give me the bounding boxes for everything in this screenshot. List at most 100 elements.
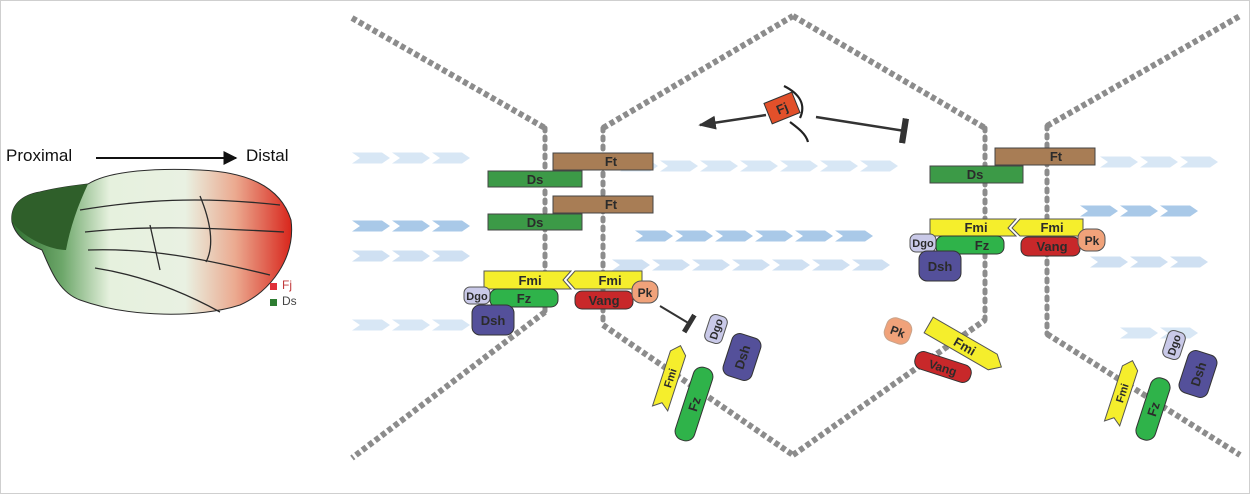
polarity-chevron — [1130, 256, 1168, 268]
polarity-chevron — [612, 259, 650, 271]
polarity-chevron — [715, 230, 753, 242]
fmi-left-a — [483, 270, 573, 290]
svg-text:Vang: Vang — [588, 293, 619, 308]
polarity-chevron — [660, 160, 698, 172]
cytoplasmic-fmi-left: Fmi — [651, 344, 687, 413]
svg-text:Fmi: Fmi — [964, 220, 987, 235]
svg-text:Ft: Ft — [605, 197, 618, 212]
polarity-chevron — [1170, 256, 1208, 268]
polarity-chevron — [432, 319, 470, 331]
polarity-chevron — [1140, 156, 1178, 168]
legend-fj-swatch — [270, 283, 277, 290]
polarity-chevron — [352, 220, 390, 232]
cytoplasmic-pk-center: Pk — [883, 317, 913, 345]
membrane-right-top — [1045, 13, 1242, 129]
polarity-chevron — [740, 160, 778, 172]
cytoplasmic-dgo-right: Dgo — [1162, 329, 1186, 361]
svg-text:Pk: Pk — [1085, 234, 1100, 248]
polarity-chevron — [392, 319, 430, 331]
dsh-right — [918, 250, 962, 282]
polarity-chevron — [820, 160, 858, 172]
svg-text:Fmi: Fmi — [518, 273, 541, 288]
polarity-chevron — [392, 152, 430, 164]
pk-right — [1077, 228, 1106, 252]
polarity-chevron — [432, 152, 470, 164]
polarity-chevron — [860, 160, 898, 172]
svg-text:Pk: Pk — [638, 286, 653, 300]
ft-ds-complex-right: Ft Ds — [929, 147, 1096, 184]
polarity-chevron — [835, 230, 873, 242]
polarity-chevron — [652, 259, 690, 271]
cell-membranes — [350, 13, 1242, 461]
pk-left — [631, 280, 659, 304]
cytoplasmic-dgo-left: Dgo — [704, 313, 728, 345]
polarity-chevron — [432, 250, 470, 262]
membrane-left-top — [350, 15, 547, 131]
polarity-chevron — [732, 259, 770, 271]
fj-activation-arrow — [698, 113, 767, 130]
svg-text:Dsh: Dsh — [928, 259, 953, 274]
polarity-chevron — [1120, 327, 1158, 339]
svg-text:Fz: Fz — [975, 238, 990, 253]
fj-protein: Fj — [763, 91, 801, 125]
fmi-right-a — [929, 218, 1018, 237]
proximal-label: Proximal — [6, 146, 73, 165]
polarity-chevron — [812, 259, 850, 271]
polarity-chevron — [432, 220, 470, 232]
polarity-chevron — [772, 259, 810, 271]
svg-text:Fmi: Fmi — [662, 367, 679, 389]
pk-inhibition-line — [659, 305, 697, 334]
polarity-chevron — [1090, 256, 1128, 268]
vang-left — [574, 290, 634, 310]
ft-ds-complex-left-1: Ft Ds — [487, 152, 654, 188]
fz-left — [489, 288, 559, 308]
cytoplasmic-fz-right: Fz — [1135, 377, 1171, 441]
membrane-right-bottom — [1045, 331, 1242, 458]
cytoplasmic-fmi-right: Fmi — [1103, 359, 1139, 428]
polarity-chevron — [852, 259, 890, 271]
svg-text:Ds: Ds — [527, 215, 544, 230]
svg-text:Fz: Fz — [517, 291, 532, 306]
polarity-chevron — [755, 230, 793, 242]
pcp-complex-right: Fmi Fmi Dgo Fz Vang Pk Dsh — [909, 218, 1106, 282]
membrane-center-top-right — [791, 13, 987, 131]
svg-text:Pk: Pk — [888, 323, 907, 341]
polarity-chevron — [692, 259, 730, 271]
distal-label: Distal — [246, 146, 289, 165]
fz-right — [935, 235, 1005, 255]
fj-inhibition-line — [815, 115, 910, 144]
ft-label: Ft — [605, 154, 618, 169]
membrane-left-bottom — [350, 309, 547, 461]
polarity-chevron — [1080, 205, 1118, 217]
wing-illustration — [11, 151, 293, 315]
polarity-chevron — [795, 230, 833, 242]
svg-text:Vang: Vang — [1036, 239, 1067, 254]
polarity-chevron — [780, 160, 818, 172]
polarity-chevron — [635, 230, 673, 242]
polarity-chevron — [1160, 205, 1198, 217]
polarity-chevron — [1100, 156, 1138, 168]
polarity-arrow-rows — [352, 152, 1218, 339]
fmi-right-b — [1011, 218, 1084, 237]
cytoplasmic-dsh-left: Dsh — [722, 333, 762, 381]
polarity-chevron — [1120, 205, 1158, 217]
polarity-chevron — [675, 230, 713, 242]
svg-text:Ds: Ds — [967, 167, 984, 182]
polarity-chevron — [392, 250, 430, 262]
polarity-chevron — [700, 160, 738, 172]
dsh-left — [471, 304, 515, 336]
cytoplasmic-fz-left: Fz — [674, 366, 714, 442]
legend-ds-label: Ds — [282, 294, 297, 308]
pcp-complex-left: Fmi Fmi Dgo Fz Vang Pk Dsh — [463, 270, 659, 336]
svg-text:Ft: Ft — [1050, 149, 1063, 164]
legend-ds-swatch — [270, 299, 277, 306]
polarity-chevron — [1180, 156, 1218, 168]
membrane-center-top-left — [601, 13, 795, 131]
svg-text:Fz: Fz — [1144, 400, 1163, 419]
polarity-chevron — [352, 250, 390, 262]
ft-ds-complex-left-2: Ft Ds — [487, 195, 654, 231]
svg-text:Fz: Fz — [685, 395, 704, 414]
legend-fj-label: Fj — [282, 278, 292, 292]
ds-label: Ds — [527, 172, 544, 187]
